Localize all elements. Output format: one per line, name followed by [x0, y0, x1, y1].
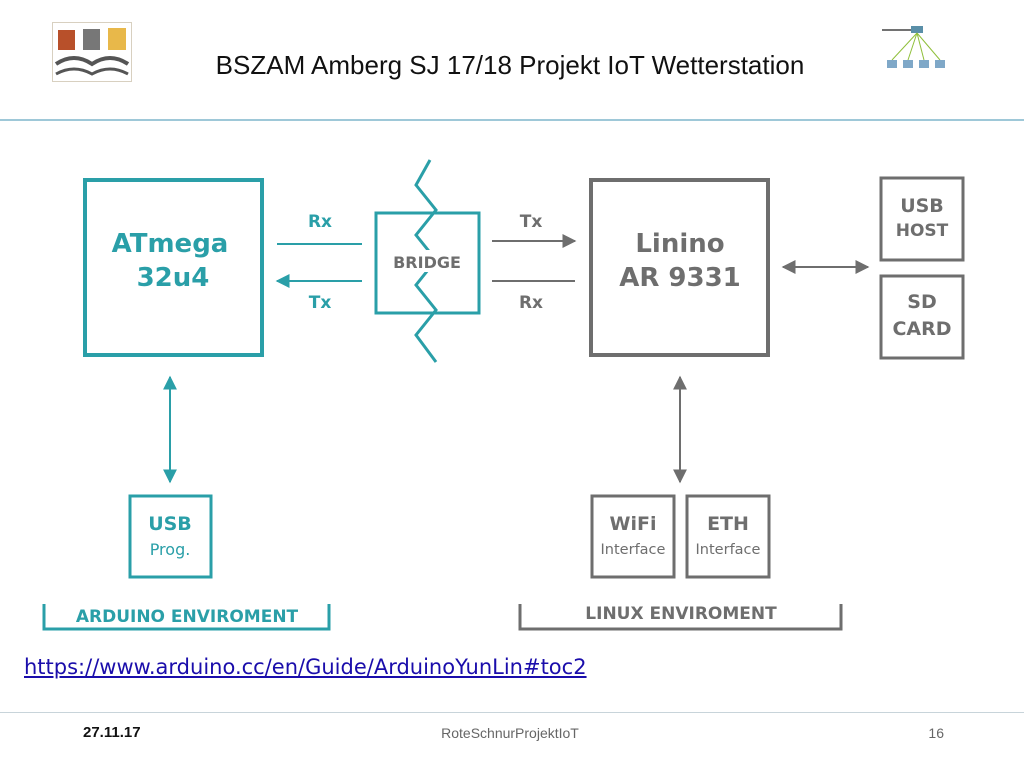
- linux-environment-bracket: LINUX ENVIROMENT: [518, 604, 843, 631]
- source-link[interactable]: https://www.arduino.cc/en/Guide/ArduinoY…: [24, 655, 587, 679]
- eth-label: ETH: [707, 513, 749, 535]
- arrow-label-tx-right: Tx: [520, 212, 543, 232]
- atmega-bridge-arrows: Rx Tx: [275, 212, 362, 313]
- sd-card-label: SD: [907, 291, 936, 313]
- arrow-label-tx-left: Tx: [309, 293, 332, 313]
- footer-date: 27.11.17: [83, 724, 141, 741]
- wifi-interface-block: WiFi Interface: [590, 494, 676, 579]
- network-topology-icon: [882, 26, 945, 68]
- linino-model: AR 9331: [619, 263, 741, 293]
- footer-divider: [0, 712, 1024, 713]
- arrow-label-rx-right: Rx: [519, 293, 543, 313]
- slide-title: BSZAM Amberg SJ 17/18 Projekt IoT Wetter…: [215, 50, 805, 80]
- usb-host-block: USB HOST: [879, 176, 965, 262]
- arduino-environment-label: ARDUINO ENVIROMENT: [76, 607, 299, 627]
- linino-label: Linino: [635, 229, 724, 259]
- usb-prog-label: USB: [148, 513, 192, 535]
- atmega-model: 32u4: [137, 263, 210, 293]
- usb-host-label: USB: [900, 195, 944, 217]
- eth-sublabel: Interface: [696, 542, 761, 558]
- usb-prog-block: USB Prog.: [128, 494, 213, 579]
- eth-interface-block: ETH Interface: [685, 494, 771, 579]
- header-divider: [0, 119, 1024, 121]
- sd-card-sublabel: CARD: [892, 318, 951, 340]
- usb-host-sublabel: HOST: [896, 221, 949, 241]
- bridge-block: BRIDGE: [374, 159, 481, 363]
- sd-card-block: SD CARD: [879, 274, 965, 360]
- linino-block: Linino AR 9331: [589, 178, 770, 357]
- atmega-block: ATmega 32u4: [83, 178, 264, 357]
- footer-project-name: RoteSchnurProjektIoT: [441, 725, 579, 741]
- bridge-label: BRIDGE: [393, 253, 461, 272]
- arduino-environment-bracket: ARDUINO ENVIROMENT: [42, 604, 331, 631]
- linux-environment-label: LINUX ENVIROMENT: [585, 604, 777, 624]
- arrow-label-rx-left: Rx: [308, 212, 332, 232]
- bridge-linino-arrows: Tx Rx: [492, 212, 577, 313]
- school-logo: [52, 22, 132, 82]
- wifi-sublabel: Interface: [601, 542, 666, 558]
- wifi-label: WiFi: [610, 513, 657, 535]
- arduino-yun-architecture-diagram: ATmega 32u4 Rx Tx BRIDGE Tx Rx Linino AR…: [42, 159, 965, 631]
- atmega-label: ATmega: [112, 229, 229, 259]
- page-number: 16: [928, 725, 944, 741]
- usb-prog-sublabel: Prog.: [150, 540, 191, 559]
